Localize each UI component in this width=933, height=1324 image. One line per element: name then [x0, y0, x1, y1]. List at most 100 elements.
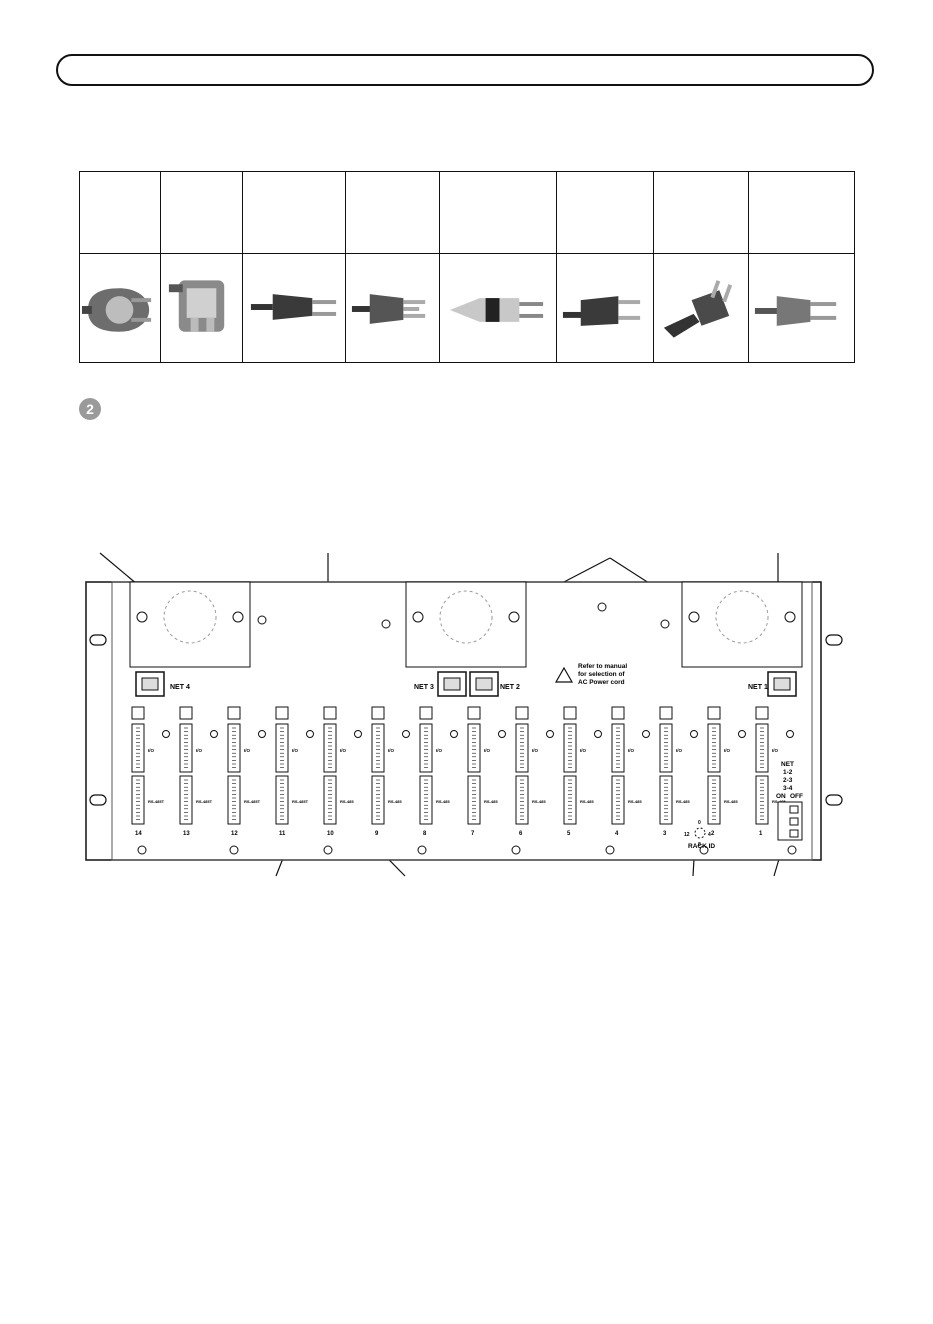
net-2-port[interactable]: NET 2 [469, 671, 520, 697]
plug-types-table [79, 171, 855, 363]
slot-rs485-label: RS-485 [676, 799, 690, 804]
rack-id-dial[interactable]: 0 4 8 12 RACK ID [684, 820, 715, 850]
slot-rs485-terminal[interactable] [659, 775, 673, 825]
rack-dial-4: 4 [708, 832, 711, 838]
net-1-port[interactable]: NET 1 [748, 671, 797, 697]
slot-rs485-terminal[interactable] [467, 775, 481, 825]
section-header-bar [56, 54, 874, 86]
slot-power-connector[interactable] [659, 706, 673, 720]
warning-icon [554, 666, 574, 683]
slot-screw [210, 730, 218, 738]
net-switch-row-3: 3-4 [783, 785, 793, 792]
slot-power-connector[interactable] [179, 706, 193, 720]
slot-io-label: I/O [484, 748, 491, 753]
slot-screw [786, 730, 794, 738]
slot-rs485-label: RS-485 [340, 799, 354, 804]
plug-image-cell [345, 253, 440, 363]
slot-power-connector[interactable] [563, 706, 577, 720]
slot-io-terminal[interactable] [371, 723, 385, 773]
slot-io-label: I/O [244, 748, 251, 753]
rear-panel-illustration: NET 4 NET 3 NET 2 NET 1 Refer to manual … [85, 552, 843, 877]
slot-rs485-terminal[interactable] [419, 775, 433, 825]
plug-label-row [79, 171, 855, 254]
slot-io-terminal[interactable] [755, 723, 769, 773]
slot-io-terminal[interactable] [227, 723, 241, 773]
slot-number: 10 [327, 831, 334, 837]
slot-power-connector[interactable] [227, 706, 241, 720]
slot-screw [690, 730, 698, 738]
slot-power-connector[interactable] [323, 706, 337, 720]
slot-screw [402, 730, 410, 738]
slot-rs485-label: RS-485T [196, 799, 213, 804]
rack-id-dial-knob[interactable] [694, 827, 706, 839]
slot-io-terminal[interactable] [323, 723, 337, 773]
rack-dial-12: 12 [684, 832, 690, 838]
slot-rs485-terminal[interactable] [275, 775, 289, 825]
plug-image-cell [748, 253, 855, 363]
slot-io-terminal[interactable] [131, 723, 145, 773]
slot-rs485-terminal[interactable] [131, 775, 145, 825]
slot-power-connector[interactable] [275, 706, 289, 720]
slot-io-terminal[interactable] [611, 723, 625, 773]
danish-plug-icon [562, 296, 641, 326]
slot-rs485-terminal[interactable] [755, 775, 769, 825]
slot-io-label: I/O [436, 748, 443, 753]
slot-io-terminal[interactable] [707, 723, 721, 773]
plug-label-cell [79, 171, 161, 254]
slot-rs485-label: RS-485T [244, 799, 261, 804]
plug-label-cell [439, 171, 557, 254]
slot-number: 8 [423, 831, 427, 837]
slot-io-terminal[interactable] [179, 723, 193, 773]
slot-rs485-terminal[interactable] [323, 775, 337, 825]
slot-io-terminal[interactable] [659, 723, 673, 773]
swiss-plug-icon [351, 294, 426, 324]
slot-power-connector[interactable] [755, 706, 769, 720]
slot-rs485-terminal[interactable] [611, 775, 625, 825]
dip-switch-2[interactable] [789, 817, 799, 826]
plug-image-cell [242, 253, 346, 363]
slot-power-connector[interactable] [419, 706, 433, 720]
slot-number: 4 [615, 831, 619, 837]
slot-io-terminal[interactable] [419, 723, 433, 773]
slot-rs485-terminal[interactable] [707, 775, 721, 825]
slot-io-terminal[interactable] [275, 723, 289, 773]
slot-io-terminal[interactable] [467, 723, 481, 773]
slot-power-connector[interactable] [611, 706, 625, 720]
net-4-port[interactable]: NET 4 [135, 671, 190, 697]
slot-power-connector[interactable] [371, 706, 385, 720]
slot-rs485-terminal[interactable] [371, 775, 385, 825]
plug-image-cell [79, 253, 161, 363]
dip-switch-1[interactable] [789, 805, 799, 814]
slot-rs485-label: RS-485T [148, 799, 165, 804]
slot-power-connector[interactable] [131, 706, 145, 720]
slot-rs485-terminal[interactable] [227, 775, 241, 825]
plug-image-cell [653, 253, 749, 363]
slot-number: 2 [711, 831, 715, 837]
power-supply-3 [405, 581, 527, 668]
slot-screw [162, 730, 170, 738]
slot-screw [642, 730, 650, 738]
net-4-label: NET 4 [170, 684, 190, 691]
net-3-port[interactable]: NET 3 [414, 671, 467, 697]
net-dip-switch[interactable]: NET 1-2 2-3 3-4 ON OFF [776, 761, 803, 841]
slot-number: 6 [519, 831, 523, 837]
slot-power-connector[interactable] [707, 706, 721, 720]
slot-rs485-terminal[interactable] [179, 775, 193, 825]
net-1-label: NET 1 [748, 684, 768, 691]
slot-rs485-terminal[interactable] [563, 775, 577, 825]
slot-power-connector[interactable] [515, 706, 529, 720]
slot-power-connector[interactable] [467, 706, 481, 720]
mounting-screws [137, 602, 797, 855]
slot-io-label: I/O [580, 748, 587, 753]
slot-io-label: I/O [292, 748, 299, 753]
dip-switch-3[interactable] [789, 829, 799, 838]
angled-plug-icon [663, 280, 733, 338]
plug-label-cell [242, 171, 346, 254]
slot-io-terminal[interactable] [563, 723, 577, 773]
slot-io-label: I/O [724, 748, 731, 753]
slot-rs485-terminal[interactable] [515, 775, 529, 825]
slot-io-terminal[interactable] [515, 723, 529, 773]
